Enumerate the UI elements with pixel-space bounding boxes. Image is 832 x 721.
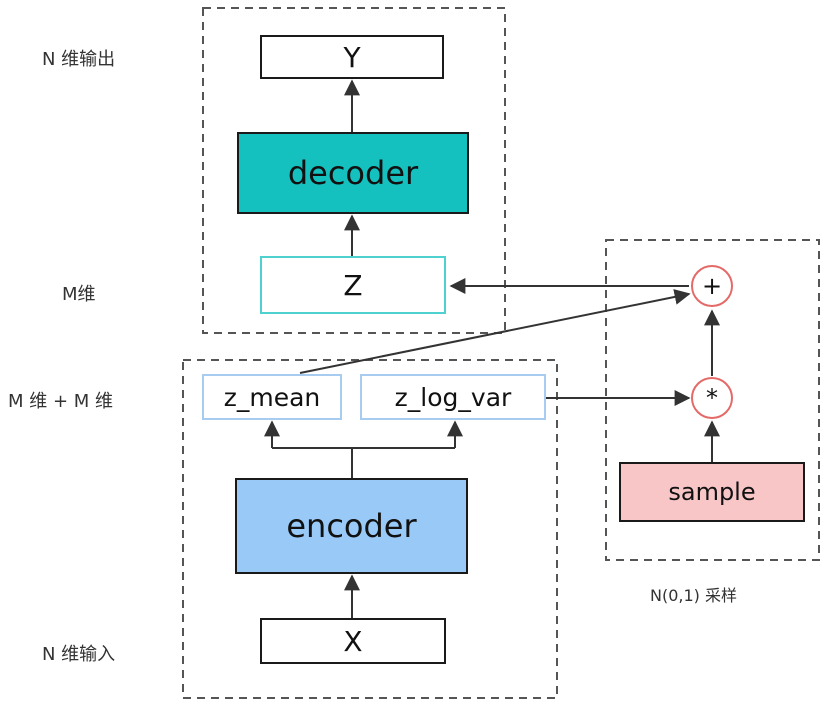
encoder-group	[182, 359, 558, 699]
node-encoder: encoder	[235, 478, 468, 574]
label-input-dim: N 维输入	[42, 644, 116, 665]
label-mean-var-dim: M 维 + M 维	[8, 391, 114, 412]
node-y: Y	[260, 35, 444, 79]
label-output-dim: N 维输出	[42, 49, 116, 70]
caption-sampling: N(0,1) 采样	[650, 586, 737, 605]
arrow-z-mean-to-plus	[299, 289, 691, 374]
node-decoder: decoder	[237, 132, 469, 214]
node-x: X	[260, 618, 446, 664]
plus-operator-icon: +	[691, 265, 733, 307]
node-sample: sample	[619, 462, 805, 522]
label-latent-dim: M维	[62, 284, 96, 305]
node-z-mean: z_mean	[202, 374, 342, 420]
multiply-operator-icon: *	[691, 377, 733, 419]
node-z: Z	[260, 256, 446, 314]
node-z-log-var: z_log_var	[360, 374, 546, 420]
decoder-group	[202, 7, 506, 334]
